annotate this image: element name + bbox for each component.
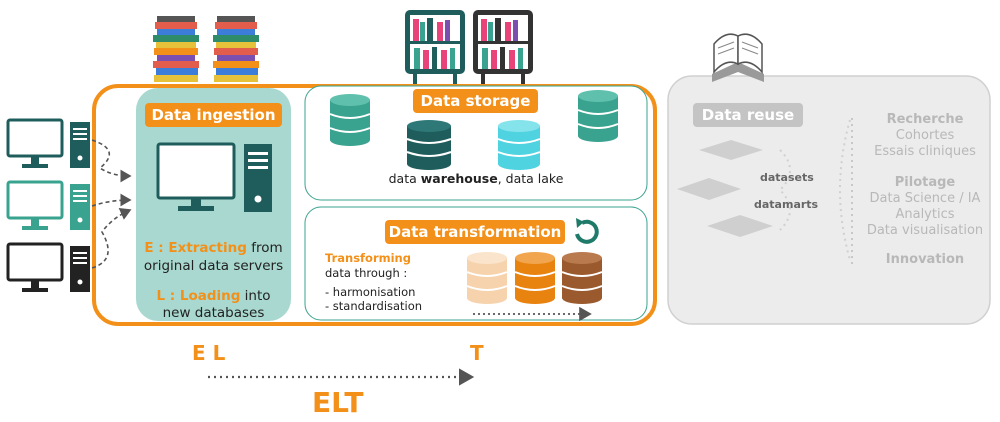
reuse-group-pilotage: Pilotage Data Science / IA Analytics Dat…	[860, 175, 990, 239]
source-arrow-2	[91, 193, 132, 207]
reuse-group-title-pilotage: Pilotage	[894, 175, 956, 190]
extract-line2: original data servers	[143, 258, 284, 274]
source-arrow-3	[91, 208, 132, 269]
bookshelf-icon-2	[473, 10, 533, 84]
source-computer-icon-2	[6, 180, 90, 230]
extract-line1: E : Extracting from	[136, 240, 291, 256]
transform-db-icon-2	[514, 252, 556, 304]
source-computer-icon-3	[6, 242, 90, 292]
reuse-item-analytics: Analytics	[895, 207, 955, 222]
datalake-db-icon	[497, 120, 541, 170]
transform-item-2: - standardisation	[325, 299, 423, 313]
transform-heading: Transforming data through :	[325, 251, 411, 281]
ingestion-computer-icon	[156, 142, 272, 212]
extract-rest: from	[246, 240, 283, 256]
reuse-label-datamarts: datamarts	[754, 198, 819, 211]
bookshelf-icon-1	[405, 10, 465, 84]
extract-prefix: E : Extracting	[144, 240, 247, 256]
source-computer-icon-1	[6, 118, 90, 168]
dataset-diamond-1	[699, 140, 763, 160]
reuse-item-dataviz: Data visualisation	[866, 223, 984, 238]
book-stack-icon-2	[213, 16, 259, 82]
reuse-group-title-recherche: Recherche	[886, 112, 964, 127]
storage-caption-post: , data lake	[497, 171, 564, 186]
storage-caption-pre: data	[388, 171, 421, 186]
reuse-group-recherche: Recherche Cohortes Essais cliniques	[860, 112, 990, 160]
elt-label: ELT	[312, 386, 364, 419]
reuse-title: Data reuse	[693, 103, 803, 127]
storage-db-icon-2	[577, 90, 619, 142]
transform-heading-bold: Transforming	[325, 251, 411, 265]
dataset-diamond-3	[707, 215, 773, 237]
ingestion-title: Data ingestion	[145, 103, 282, 127]
transform-db-icon-3	[561, 252, 603, 304]
reuse-item-cohortes: Cohortes	[895, 128, 955, 143]
load-rest: into	[240, 288, 271, 304]
transform-db-icon-1	[466, 252, 508, 304]
transform-item-1: - harmonisation	[325, 285, 416, 299]
reuse-group-title-innovation: Innovation	[885, 252, 965, 267]
storage-caption: data warehouse, data lake	[305, 171, 647, 186]
storage-db-icon-1	[329, 94, 371, 146]
storage-box	[304, 85, 648, 201]
book-stack-icon-1	[153, 16, 199, 82]
load-line1: L : Loading into	[136, 288, 291, 304]
load-line2: new databases	[162, 305, 265, 321]
storage-caption-bold: warehouse	[420, 171, 498, 186]
reuse-group-innovation: Innovation	[860, 252, 990, 267]
reuse-panel	[667, 75, 991, 325]
transform-heading-rest: data through :	[325, 266, 408, 280]
reuse-item-datascience: Data Science / IA	[869, 191, 981, 206]
warehouse-db-icon	[406, 120, 452, 170]
storage-title: Data storage	[413, 89, 538, 113]
refresh-icon	[575, 218, 599, 244]
dataset-diamond-2	[677, 178, 741, 200]
open-book-icon	[712, 33, 764, 82]
reuse-item-essais: Essais cliniques	[874, 144, 976, 159]
load-prefix: L : Loading	[156, 288, 241, 304]
source-arrow-1	[91, 139, 132, 183]
el-label: E L	[192, 341, 226, 365]
t-label: T	[470, 341, 484, 365]
transformation-title: Data transformation	[385, 220, 565, 244]
reuse-label-datasets: datasets	[760, 171, 814, 184]
